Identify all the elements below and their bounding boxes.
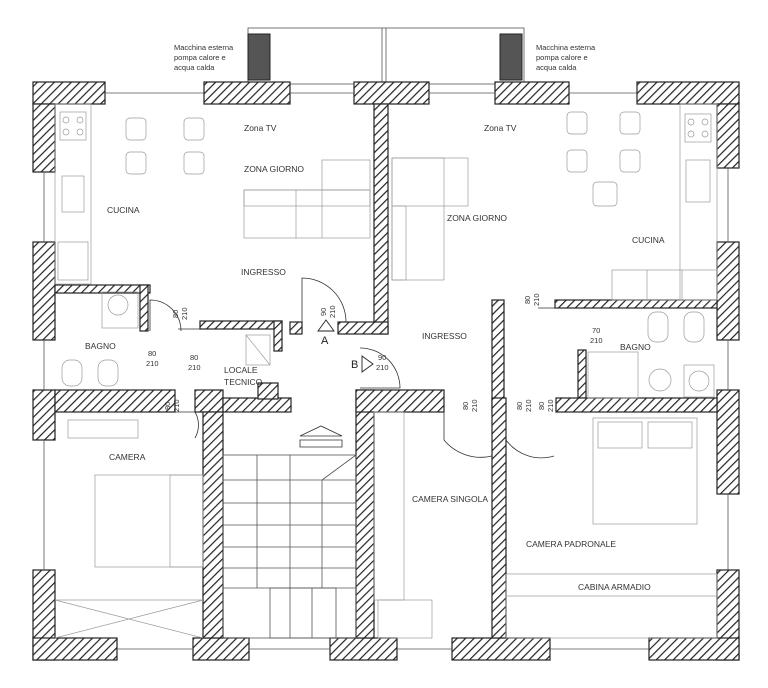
balcony (247, 27, 525, 85)
heat-pump-unit-left (247, 33, 271, 81)
door-entrance-b (359, 347, 401, 389)
section-marks: A B (317, 319, 374, 373)
note-right-line2: pompa calore e (536, 53, 588, 62)
doors (149, 277, 560, 459)
furniture (54, 103, 718, 639)
heat-pump-unit-right (499, 33, 523, 81)
room-labels: Zona TV Zona TV ZONA GIORNO ZONA GIORNO … (85, 123, 665, 592)
room-zona-tv-right: Zona TV (484, 123, 517, 133)
section-mark-b: B (351, 359, 358, 371)
door-dim-h: 210 (328, 305, 337, 318)
door-dim-h: 210 (172, 399, 181, 412)
door-dim-w: 80 (190, 353, 198, 362)
room-camera-padronale: CAMERA PADRONALE (526, 539, 616, 549)
door-dim-w: 90 (378, 353, 386, 362)
room-zona-tv-left: Zona TV (244, 123, 277, 133)
room-camera-singola: CAMERA SINGOLA (412, 494, 488, 504)
door-dim-w: 70 (592, 326, 600, 335)
section-a-arrow-icon (317, 319, 335, 332)
door-dim-h: 210 (470, 399, 479, 412)
room-bagno-left: BAGNO (85, 341, 116, 351)
room-bagno-right: BAGNO (620, 342, 651, 352)
door-dim-w: 80 (537, 402, 546, 410)
room-ingresso-left: INGRESSO (241, 267, 286, 277)
room-cucina-left: CUCINA (107, 205, 140, 215)
note-left-line2: pompa calore e (174, 53, 226, 62)
interior-walls (54, 103, 718, 639)
note-left-line3: acqua calda (174, 63, 215, 72)
door-entrance-a (301, 277, 347, 323)
door-dim-h: 210 (590, 336, 603, 345)
door-dim-h: 210 (546, 399, 555, 412)
room-cucina-right: CUCINA (632, 235, 665, 245)
room-camera: CAMERA (109, 452, 146, 462)
door-dimensions: 80 210 80 210 80 210 80 210 90 210 90 21… (146, 293, 603, 412)
door-dim-w: 80 (148, 349, 156, 358)
section-b-arrow-icon (361, 355, 374, 373)
section-mark-a: A (321, 335, 329, 347)
door-dim-h: 210 (376, 363, 389, 372)
door-dim-h: 210 (180, 307, 189, 320)
door-dim-w: 80 (163, 402, 172, 410)
door-dim-w: 80 (515, 402, 524, 410)
room-locale-tecnico-line1: LOCALE (224, 365, 258, 375)
door-dim-w: 80 (461, 402, 470, 410)
note-right-line1: Macchina esterna (536, 43, 596, 52)
note-left-line1: Macchina esterna (174, 43, 234, 52)
room-zona-giorno-right: ZONA GIORNO (447, 213, 507, 223)
door-dim-h: 210 (524, 399, 533, 412)
door-dim-h: 210 (188, 363, 201, 372)
door-dim-w: 80 (523, 296, 532, 304)
outer-walls (32, 81, 740, 661)
door-dim-w: 80 (171, 310, 180, 318)
room-locale-tecnico-line2: TECNICO (224, 377, 263, 387)
stair-direction-arrow-icon (299, 439, 343, 448)
room-zona-giorno-left: ZONA GIORNO (244, 164, 304, 174)
room-ingresso-right: INGRESSO (422, 331, 467, 341)
room-cabina-armadio: CABINA ARMADIO (578, 582, 651, 592)
door-dim-h: 210 (146, 359, 159, 368)
door-dim-h: 210 (532, 293, 541, 306)
note-right-line3: acqua calda (536, 63, 577, 72)
door-dim-w: 90 (319, 308, 328, 316)
equipment-notes: Macchina esterna pompa calore e acqua ca… (174, 43, 596, 72)
stairs (222, 425, 357, 639)
